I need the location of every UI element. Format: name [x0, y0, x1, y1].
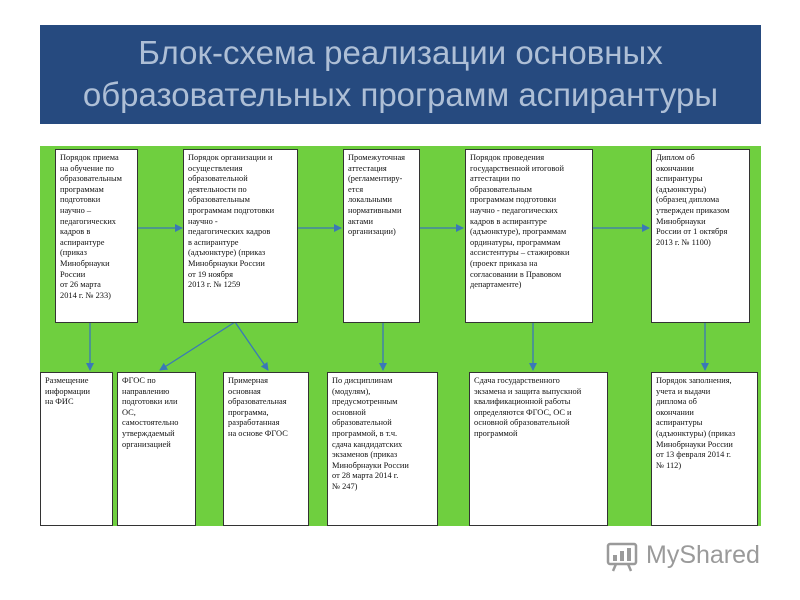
box-fis-information: Размещение информации на ФИС: [40, 372, 113, 526]
box-diploma-issuance: Порядок заполнения, учета и выдачи дипло…: [651, 372, 758, 526]
slide-title-line-2: образовательных программ аспирантуры: [82, 76, 719, 113]
box-disciplines: По дисциплинам (модулям), предусмотренны…: [327, 372, 438, 526]
box-intermediate-attestation: Промежуточная аттестация (регламентиру- …: [343, 149, 420, 323]
box-model-program: Примерная основная образовательная прогр…: [223, 372, 309, 526]
slide-header: Блок-схема реализации основных образоват…: [40, 25, 761, 124]
slide-title-line-1: Блок-схема реализации основных: [138, 34, 663, 71]
box-state-final-attestation: Порядок проведения государственной итого…: [465, 149, 593, 323]
watermark-text: MyShared: [646, 541, 760, 569]
box-state-exam: Сдача государственного экзамена и защита…: [469, 372, 608, 526]
box-fgos-standard: ФГОС по направлению подготовки или ОС, с…: [117, 372, 196, 526]
myshared-watermark: MyShared: [606, 536, 776, 576]
box-educational-activity-procedure: Порядок организации и осуществления обра…: [183, 149, 298, 323]
box-admission-procedure: Порядок приема на обучение по образовате…: [55, 149, 138, 323]
myshared-logo-icon: [606, 542, 638, 572]
box-diploma: Диплом об окончании аспирантуры (адъюнкт…: [651, 149, 750, 323]
arrow-t2-to-b3: [234, 321, 269, 371]
arrow-t2-to-b2: [159, 321, 236, 371]
